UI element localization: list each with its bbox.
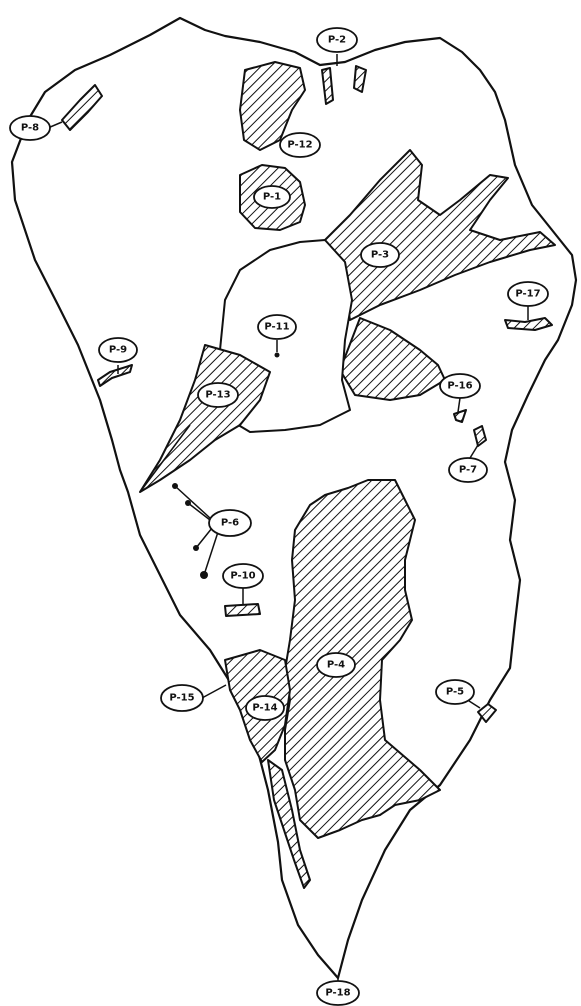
- label-p10-text: P-10: [230, 571, 255, 582]
- label-p16-text: P-16: [447, 381, 472, 392]
- p11-point: [274, 352, 280, 358]
- zone-p10: [224, 603, 261, 617]
- label-p7: P-7: [448, 457, 488, 483]
- label-p11: P-11: [257, 314, 297, 340]
- label-p14-text: P-14: [252, 703, 277, 714]
- zone-p2: [239, 61, 306, 151]
- label-p17: P-17: [507, 281, 549, 307]
- label-p2-text: P-2: [328, 35, 346, 46]
- label-p9: P-9: [98, 337, 138, 363]
- label-p11-text: P-11: [264, 322, 289, 333]
- label-p2: P-2: [316, 27, 358, 53]
- label-p18-text: P-18: [325, 988, 350, 999]
- label-p6-text: P-6: [221, 518, 239, 529]
- label-p8-text: P-8: [21, 123, 39, 134]
- zone-p16: [453, 409, 467, 423]
- zone-p15-strip: [267, 759, 311, 889]
- label-p3-text: P-3: [371, 250, 389, 261]
- label-p15: P-15: [160, 684, 204, 712]
- label-p4: P-4: [316, 652, 356, 678]
- label-p15-text: P-15: [169, 693, 194, 704]
- label-p16: P-16: [439, 373, 481, 399]
- label-p4-text: P-4: [327, 660, 345, 671]
- zone-p5: [477, 703, 497, 723]
- label-p3: P-3: [360, 242, 400, 268]
- zone-p2-b: [321, 67, 334, 105]
- zone-p9: [97, 364, 133, 387]
- label-p12-text: P-12: [287, 140, 312, 151]
- label-p5-text: P-5: [446, 687, 464, 698]
- label-p14: P-14: [245, 695, 285, 721]
- label-p6: P-6: [208, 509, 252, 537]
- label-p1: P-1: [253, 185, 291, 209]
- label-p18: P-18: [316, 980, 360, 1006]
- zone-p4: [284, 479, 441, 839]
- label-p7-text: P-7: [459, 465, 477, 476]
- label-p8: P-8: [9, 115, 51, 141]
- label-p12: P-12: [279, 132, 321, 158]
- zone-p17: [504, 317, 553, 331]
- label-p9-text: P-9: [109, 345, 127, 356]
- zone-p2-c: [353, 65, 367, 93]
- label-p13: P-13: [197, 382, 239, 408]
- label-p17-text: P-17: [515, 289, 540, 300]
- zone-p3: [324, 149, 556, 321]
- label-p5: P-5: [435, 679, 475, 705]
- label-p1-text: P-1: [263, 192, 281, 203]
- zone-p3-south: [339, 317, 446, 401]
- zone-p8: [61, 84, 103, 131]
- label-p13-text: P-13: [205, 390, 230, 401]
- zone-p7: [473, 425, 487, 447]
- zone-p13: [139, 344, 271, 493]
- label-p10: P-10: [222, 563, 264, 589]
